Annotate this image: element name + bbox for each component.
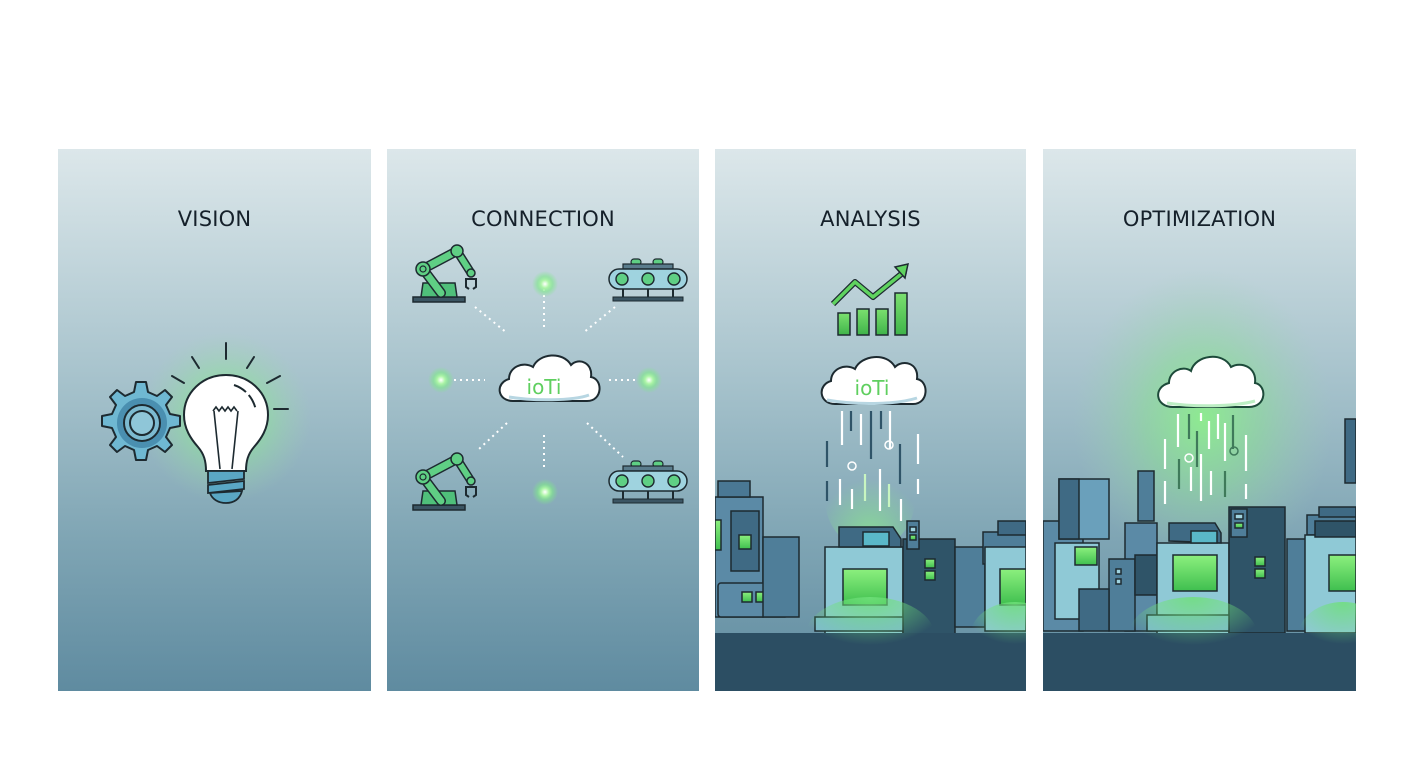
data-stream-icon (1163, 413, 1248, 504)
node-dot-icon (428, 271, 662, 505)
stage-panel-connection: CONNECTION (387, 149, 699, 691)
conveyor-icon (608, 460, 688, 504)
stage-title: ANALYSIS (820, 207, 921, 231)
stage-title: VISION (177, 207, 252, 231)
robot-arm-icon (413, 453, 477, 510)
stage-panel-analysis: ANALYSIS (715, 149, 1026, 691)
robot-arm-icon (413, 245, 477, 302)
gear-icon (101, 381, 181, 461)
light-rays-icon (171, 342, 289, 410)
hub-label: ioTi (855, 376, 890, 400)
lightbulb-icon (182, 373, 270, 504)
stage-title: CONNECTION (471, 207, 615, 231)
hub-label: ioTi (527, 375, 562, 399)
stage-title: OPTIMIZATION (1122, 207, 1277, 231)
stage-panel-optimization: OPTIMIZATION (1043, 149, 1356, 691)
glowing-cloud-icon (1157, 356, 1265, 408)
stage-panel-vision: VISION (58, 149, 371, 691)
conveyor-icon (608, 258, 688, 302)
factory-icon (1043, 418, 1356, 644)
cloud-icon (820, 356, 927, 405)
data-stream-icon (825, 411, 920, 521)
bar-chart-trend-icon (830, 263, 909, 336)
